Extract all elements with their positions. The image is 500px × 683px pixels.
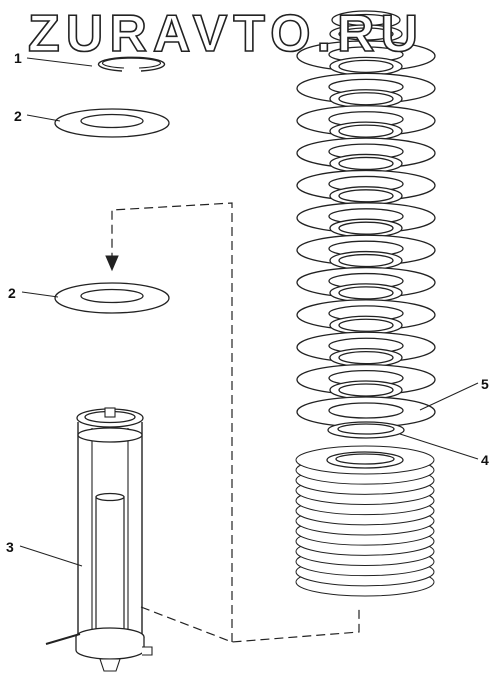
holder-top-lug bbox=[104, 407, 116, 418]
stack-ring-inner bbox=[338, 92, 394, 106]
leader-2-upper bbox=[26, 114, 61, 122]
callout-2-lower: 2 bbox=[8, 285, 16, 301]
stack-ring-inner bbox=[338, 286, 394, 300]
lower-plate-pack bbox=[295, 445, 435, 597]
small-parts bbox=[54, 56, 170, 314]
stack-ring-inner bbox=[338, 383, 394, 397]
stack-ring-inner bbox=[338, 59, 394, 74]
stack-ring-inner bbox=[338, 221, 394, 235]
snap-ring-outer bbox=[97, 56, 166, 72]
snap-ring-inner bbox=[101, 57, 162, 69]
holder-side-knob bbox=[142, 646, 153, 656]
holder-bottom-nut bbox=[99, 658, 121, 672]
washer-upper-hole bbox=[80, 113, 144, 129]
stack-ring-inner bbox=[338, 189, 394, 203]
callout-5: 5 bbox=[481, 376, 489, 392]
guide-path-bottom bbox=[140, 605, 360, 643]
holder-upper-collar bbox=[77, 427, 143, 443]
holder-center-cylinder bbox=[95, 496, 125, 641]
washer-lower-hole bbox=[80, 288, 144, 304]
bottom-ring-inner bbox=[337, 423, 395, 435]
callout-2-upper: 2 bbox=[14, 108, 22, 124]
holder-cylinder-top bbox=[95, 492, 125, 502]
arrow-down-icon bbox=[105, 255, 119, 272]
holder-side-posts bbox=[77, 422, 143, 636]
stack-ring-inner bbox=[338, 318, 394, 332]
leader-3 bbox=[19, 545, 83, 567]
callout-1: 1 bbox=[14, 50, 22, 66]
holder-side-handle bbox=[45, 633, 81, 645]
leader-1 bbox=[26, 57, 93, 67]
stack-ring-inner bbox=[338, 27, 394, 41]
leader-5 bbox=[419, 382, 479, 411]
stack-ring-inner bbox=[338, 156, 394, 171]
stack-ring-inner bbox=[338, 124, 394, 138]
stack-plate-hole bbox=[328, 402, 404, 419]
watermark-text: ZURAVTO.RU bbox=[27, 4, 425, 64]
callout-3: 3 bbox=[6, 539, 14, 555]
leader-lines bbox=[19, 57, 479, 567]
holder-tool bbox=[45, 407, 153, 672]
callout-4: 4 bbox=[481, 452, 489, 468]
leader-2-lower bbox=[21, 291, 59, 298]
holder-base-body bbox=[75, 637, 145, 660]
stack-ring-inner bbox=[338, 350, 394, 365]
holder-inner-posts bbox=[91, 428, 129, 636]
leader-4 bbox=[399, 433, 479, 460]
disc-stack bbox=[296, 10, 436, 439]
stack-ring-inner bbox=[338, 253, 394, 268]
dashed-guide-lines bbox=[105, 202, 360, 643]
pack-top-hole-inner bbox=[335, 453, 395, 465]
